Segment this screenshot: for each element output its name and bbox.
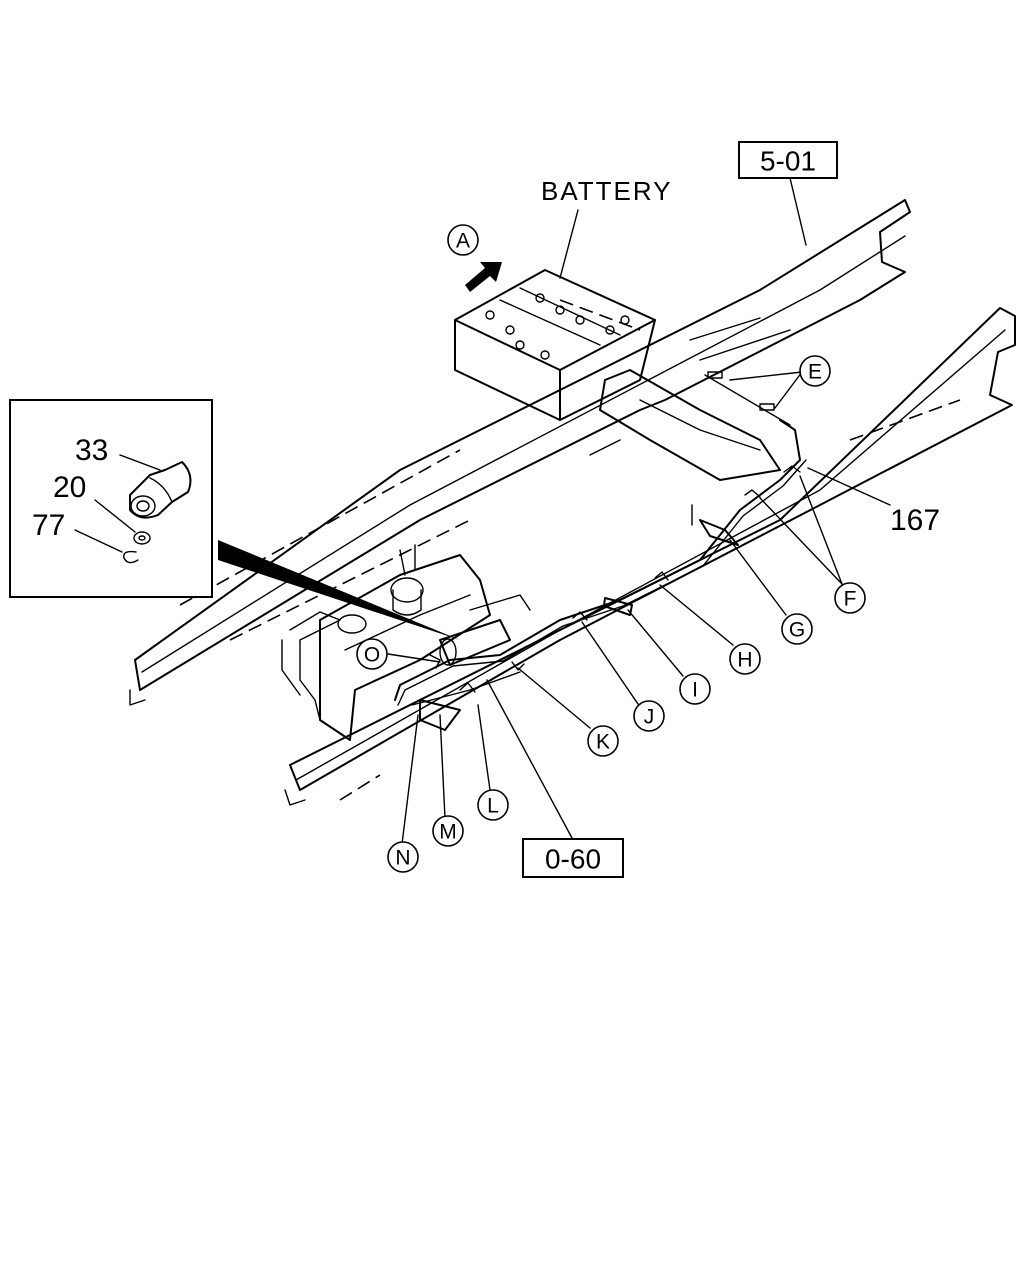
inset-pointer [218, 540, 460, 640]
callout-H-text: H [737, 649, 752, 672]
part-label-33: 33 [75, 434, 108, 467]
callout-A-text: A [456, 230, 470, 253]
callout-J-text: J [644, 706, 655, 729]
callout-N-text: N [395, 847, 410, 870]
callout-A: A [447, 224, 479, 256]
part-label-20: 20 [53, 471, 86, 504]
callout-I-text: I [692, 679, 698, 702]
callout-O: O [356, 638, 388, 670]
lower-frame-rail [284, 307, 1016, 806]
callout-E: E [799, 355, 831, 387]
callout-G-text: G [789, 619, 805, 642]
leader-lines [387, 177, 891, 845]
callout-J: J [633, 700, 665, 732]
callout-F: F [834, 582, 866, 614]
callout-K-text: K [596, 731, 610, 754]
cross-member [589, 317, 791, 481]
callout-L: L [477, 789, 509, 821]
callout-F-text: F [844, 588, 857, 611]
callout-L-text: L [487, 795, 499, 818]
callout-M: M [432, 815, 464, 847]
hidden-lines [179, 299, 961, 801]
callout-G: G [781, 613, 813, 645]
callout-M-text: M [439, 821, 457, 844]
inset-detail-box: 33 20 77 [9, 399, 213, 598]
reference-box-bottom: 0-60 [522, 838, 624, 878]
reference-box-top: 5-01 [738, 141, 838, 179]
view-arrow [465, 262, 502, 292]
upper-frame-rail [129, 199, 911, 706]
battery-label: BATTERY [541, 176, 673, 206]
component-cylinder [439, 594, 531, 666]
reference-box-bottom-label: 0-60 [545, 844, 601, 875]
part-label-167: 167 [890, 504, 940, 537]
callout-K: K [587, 725, 619, 757]
callout-I: I [679, 673, 711, 705]
reference-box-top-label: 5-01 [760, 146, 816, 177]
battery-leader [559, 209, 579, 279]
callout-H: H [729, 643, 761, 675]
pipe-run [394, 374, 807, 706]
part-label-77: 77 [32, 509, 65, 542]
pipe-clamps [419, 371, 801, 731]
callout-O-text: O [364, 644, 380, 667]
callout-E-text: E [808, 361, 822, 384]
battery-box [454, 269, 656, 421]
callout-N: N [387, 841, 419, 873]
